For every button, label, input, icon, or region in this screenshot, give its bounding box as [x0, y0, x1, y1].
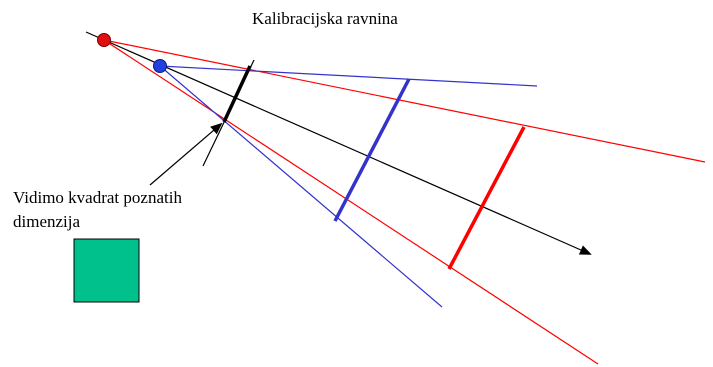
red-image-plane [447, 126, 526, 270]
blue-ray-upper [159, 65, 538, 87]
pointer-arrow [149, 122, 223, 186]
red-camera-center [97, 33, 111, 47]
red-ray-lower [103, 39, 599, 365]
known-square-label-line1: Vidimo kvadrat poznatih [13, 188, 182, 207]
known-square-label-line2: dimenzija [13, 212, 81, 231]
blue-ray-lower [159, 65, 443, 308]
blue-image-plane [333, 78, 411, 222]
optical-axis-arrow [85, 31, 592, 255]
known-square [73, 238, 140, 303]
calibration-plane-segment [222, 65, 252, 123]
calibration-plane-label: Kalibracijska ravnina [252, 9, 398, 28]
red-ray-upper [103, 39, 706, 163]
known-square-label: Vidimo kvadrat poznatih dimenzija [13, 186, 253, 234]
blue-camera-center [153, 59, 167, 73]
